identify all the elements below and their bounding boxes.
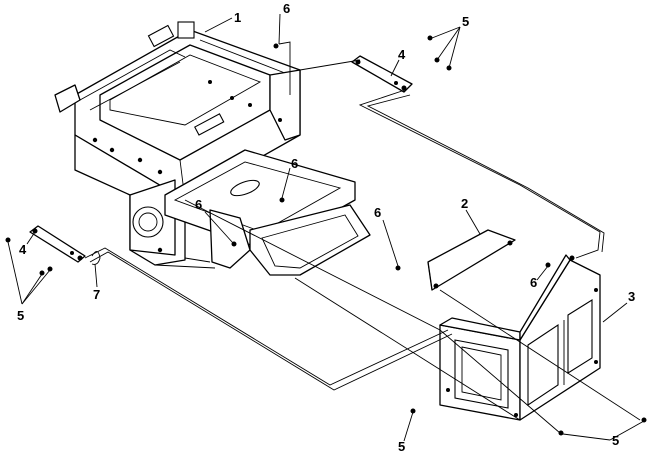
callout-4-upper: 4 [398,47,406,62]
callout-6-middle: 6 [374,205,381,220]
callout-5-bottom: 5 [398,439,405,454]
callout-7: 7 [93,287,100,302]
callout-2: 2 [461,196,468,211]
callout-5-bottom-right: 5 [612,433,619,448]
callout-6-center: 6 [291,156,298,171]
plate-2 [427,229,516,291]
callout-5-left: 5 [17,308,24,323]
callout-1: 1 [234,10,241,25]
alignment-lines [84,59,641,434]
main-frame [54,21,371,276]
callout-6-lower-left: 6 [195,197,202,212]
callout-6-top: 6 [283,1,290,16]
callout-6-right: 6 [530,275,537,290]
rear-frame-3 [439,254,601,421]
callout-leaders [7,13,645,442]
callout-3: 3 [628,289,635,304]
fasteners-5 [5,35,647,436]
callout-labels: 1 2 3 4 4 5 5 5 5 6 6 6 6 6 7 [17,1,635,454]
bracket-4-lower [29,225,86,263]
bracket-4-upper [351,55,413,93]
callout-4-lower: 4 [19,242,27,257]
callout-5-top: 5 [462,14,469,29]
